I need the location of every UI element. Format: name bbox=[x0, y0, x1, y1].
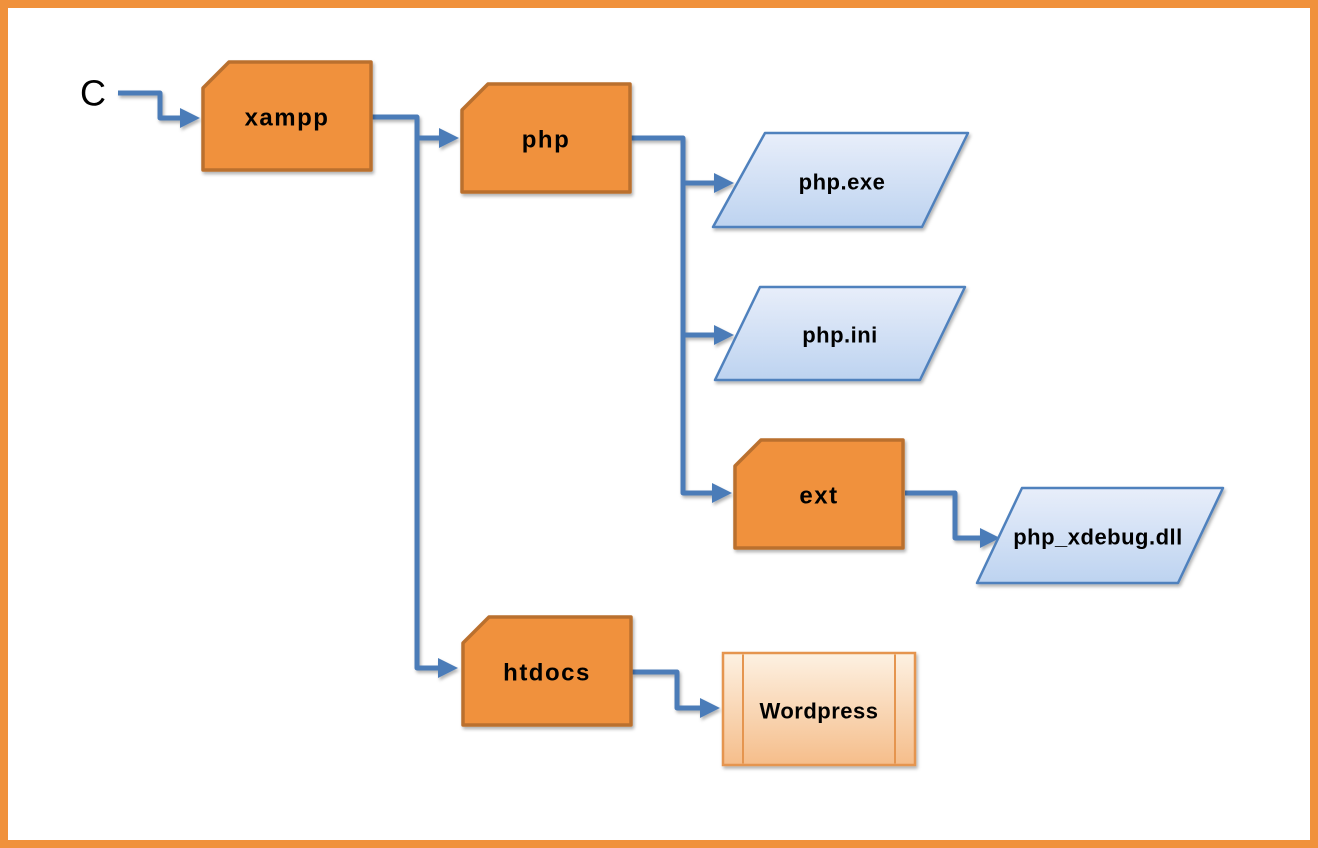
connector-ext-xdebug bbox=[905, 490, 1000, 548]
drive-label: C bbox=[80, 73, 106, 114]
node-wordpress-label: Wordpress bbox=[759, 699, 878, 724]
node-ext-label: ext bbox=[799, 483, 838, 510]
node-php-label: php bbox=[522, 127, 570, 154]
node-php-exe-label: php.exe bbox=[799, 170, 886, 195]
connector-xampp-htdocs bbox=[372, 114, 458, 678]
node-wordpress bbox=[721, 651, 917, 767]
node-php-xdebug-dll bbox=[975, 486, 1225, 585]
node-xampp-label: xampp bbox=[245, 105, 330, 132]
node-php-xdebug-dll-label: php_xdebug.dll bbox=[1013, 525, 1183, 550]
node-php bbox=[460, 82, 632, 194]
node-htdocs bbox=[461, 615, 633, 727]
node-php-ini bbox=[713, 285, 967, 382]
node-php-exe bbox=[711, 131, 970, 229]
connector-htdocs-wordpress bbox=[632, 669, 720, 718]
connector-c-xampp bbox=[118, 90, 200, 128]
node-php-ini-label: php.ini bbox=[802, 323, 878, 348]
node-xampp bbox=[201, 60, 373, 172]
node-ext bbox=[733, 438, 905, 550]
connector-php-ext bbox=[630, 135, 732, 503]
node-htdocs-label: htdocs bbox=[503, 660, 591, 687]
